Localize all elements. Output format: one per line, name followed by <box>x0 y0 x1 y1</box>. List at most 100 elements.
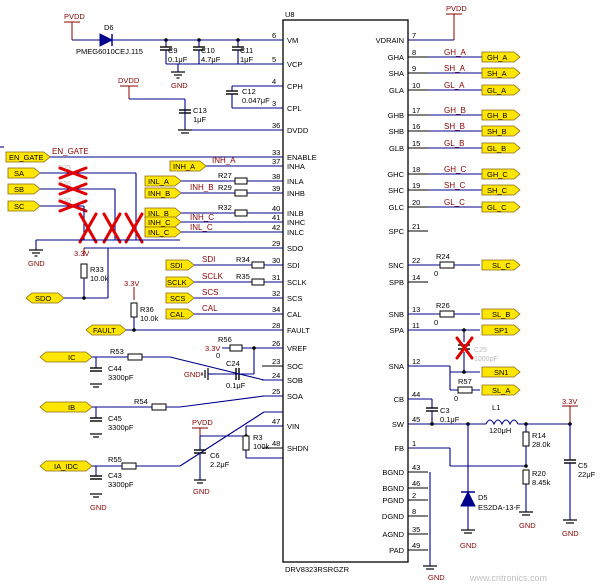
flag-sa: SA <box>7 167 41 179</box>
label-c44-val: 3300pF <box>108 373 134 382</box>
svg-text:ES2DA-13-F: ES2DA-13-F <box>478 503 521 512</box>
pin-name-agnd: AGND <box>382 530 404 539</box>
pin-number: 6 <box>272 31 276 40</box>
dnp-x-r30 <box>58 199 88 213</box>
pin-name-ghc: GHC <box>387 170 404 179</box>
svg-text:3.3V: 3.3V <box>205 344 220 353</box>
pin-name-pad: PAD <box>389 546 404 555</box>
pin-number: 7 <box>412 31 416 40</box>
resistor-r54 <box>151 403 167 411</box>
label-r29: R29 <box>218 183 232 192</box>
svg-text:4.7μF: 4.7μF <box>201 55 221 64</box>
pvdd-symbol-vdrain: PVDD <box>446 4 467 40</box>
flag-sh-c <box>481 184 521 196</box>
resistor-r53 <box>127 353 143 361</box>
flag-scs: SCS <box>165 292 195 304</box>
watermark: www.cntronics.com <box>469 573 547 583</box>
svg-text:SDO: SDO <box>35 294 51 303</box>
chip-part: DRV8323RSRGZR <box>285 565 350 574</box>
pin-number: 49 <box>412 541 420 550</box>
pin-number: 15 <box>412 139 420 148</box>
svg-text:C11: C11 <box>240 46 253 55</box>
svg-text:INH_C: INH_C <box>148 218 171 227</box>
resistor-r29 <box>234 189 248 197</box>
net-sdi: SDI <box>202 255 215 264</box>
label-c43: C43 <box>108 471 122 480</box>
label-r20-val: 8.45k <box>532 478 551 487</box>
pin-name-enable: ENABLE <box>287 153 317 162</box>
pin-number: 5 <box>272 55 276 64</box>
pin-name-cph: CPH <box>287 82 303 91</box>
svg-text:INL_B: INL_B <box>148 209 169 218</box>
label-r57-val: 0 <box>454 394 458 403</box>
cap-c13: C13 1μF <box>178 106 207 134</box>
pin-number: 33 <box>272 148 280 157</box>
pin-number: 45 <box>412 415 420 424</box>
pin-number: 2 <box>412 491 416 500</box>
svg-text:3.3V: 3.3V <box>124 279 139 288</box>
pin-name-sob: SOB <box>287 376 303 385</box>
flag-label-gl-c: GL_C <box>487 203 507 212</box>
flag-cal: CAL <box>165 308 195 320</box>
label-r53: R53 <box>110 347 124 356</box>
label-r35: R35 <box>236 272 250 281</box>
pin-name-inlc: INLC <box>287 228 305 237</box>
dnp-x-c25 <box>455 336 474 360</box>
label-c5-val: 22μF <box>578 470 596 479</box>
svg-text:SP1: SP1 <box>494 326 508 335</box>
pin-name-soc: SOC <box>287 362 304 371</box>
svg-text:3.3V: 3.3V <box>74 249 89 258</box>
flag-gh-a <box>481 51 521 63</box>
flag-sp1: SP1 <box>481 324 521 336</box>
pin-number: 48 <box>272 439 280 448</box>
flag-inl-b: INL_B <box>144 207 182 219</box>
flag-sc: SC <box>7 200 41 212</box>
pin-number: 44 <box>412 390 420 399</box>
pin-name-dvdd: DVDD <box>287 126 309 135</box>
svg-text:CAL: CAL <box>170 310 185 319</box>
svg-text:PVDD: PVDD <box>446 4 467 13</box>
flag-en-gate: EN_GATE <box>5 151 51 163</box>
v33-symbol-vref: 3.3V <box>205 344 220 353</box>
label-r57: R57 <box>458 377 472 386</box>
label-c12: C12 <box>242 87 256 96</box>
pin-name-sclk: SCLK <box>287 278 307 287</box>
cap-c11: C11 1μF <box>232 38 253 64</box>
flag-sb: SB <box>7 183 41 195</box>
label-r24-val: 0 <box>434 269 438 278</box>
pin-name-cal: CAL <box>287 310 302 319</box>
dnp-x-3 <box>124 212 144 244</box>
pin-name-inlb: INLB <box>287 209 304 218</box>
pin-name-fb: FB <box>394 444 404 453</box>
pin-number: 13 <box>412 305 420 314</box>
svg-text:3.3V: 3.3V <box>562 397 577 406</box>
pin-name-shc: SHC <box>388 186 404 195</box>
svg-text:PMEG6010CEJ.115: PMEG6010CEJ.115 <box>76 47 143 56</box>
pin-number: 18 <box>412 165 420 174</box>
svg-text:GND: GND <box>184 370 201 379</box>
flag-inh-a: INH_A <box>169 160 207 172</box>
pin-name-sna: SNA <box>389 362 404 371</box>
pin-number: 8 <box>412 48 416 57</box>
diode-d5: D5 ES2DA-13-F <box>460 490 521 512</box>
flag-label-sh-c: SH_C <box>487 186 508 195</box>
svg-text:1μF: 1μF <box>193 115 206 124</box>
label-r56-val: 0 <box>216 351 220 360</box>
resistor-r26 <box>439 310 455 318</box>
svg-text:FAULT: FAULT <box>93 326 116 335</box>
pin-name-bgnd: BGND <box>382 484 404 493</box>
net-inl-c: INL_C <box>190 223 213 232</box>
pin-number: 20 <box>412 198 420 207</box>
flag-sl-b: SL_B <box>481 308 521 320</box>
cap-c9: C9 0.1μF <box>160 38 188 64</box>
resistor-r56 <box>229 344 243 352</box>
pin-name-inla: INLA <box>287 177 304 186</box>
pin-number: 1 <box>412 439 416 448</box>
flag-sl-a: SL_A <box>481 384 521 396</box>
label-r26: R26 <box>436 301 450 310</box>
svg-text:INL_C: INL_C <box>148 228 170 237</box>
pin-number: 43 <box>412 463 420 472</box>
svg-text:SA: SA <box>14 169 24 178</box>
pin-name-gla: GLA <box>389 86 404 95</box>
